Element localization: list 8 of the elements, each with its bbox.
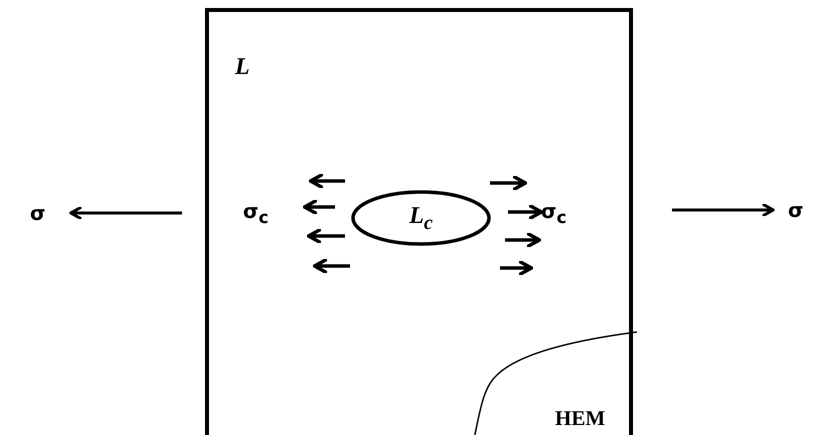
ellipse-inclusion <box>351 190 491 246</box>
body-label: L <box>235 54 250 81</box>
region-label: HEM <box>555 406 606 431</box>
stress-label: σ <box>30 202 46 224</box>
stress-label: σ$_{c}$ <box>243 200 268 229</box>
stress-label: σ <box>788 199 804 221</box>
stress-label: σ$_{c}$ <box>541 200 566 229</box>
inclusion-label: L$_{c}$ <box>408 202 434 236</box>
